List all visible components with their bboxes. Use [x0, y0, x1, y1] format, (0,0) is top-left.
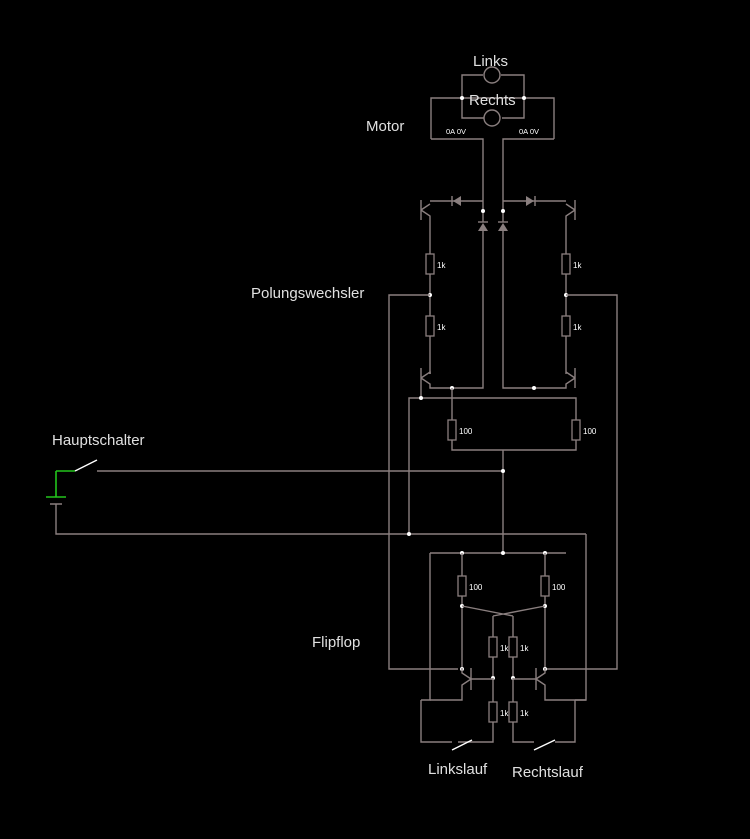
- resistor-base-left: [447, 419, 457, 441]
- diode-right-icon: [526, 196, 534, 206]
- label-links: Links: [473, 53, 508, 70]
- diode-center-right-icon: [498, 223, 508, 231]
- powered-wire: [55, 470, 75, 497]
- meter-right-readout: 0A 0V: [519, 127, 539, 136]
- transistor-left-top-icon: [420, 200, 431, 222]
- resistor-ff-in-left: [488, 701, 498, 723]
- transistor-right-bottom-icon: [534, 368, 576, 389]
- transistor-left-bottom-icon: [420, 368, 452, 389]
- resistor-pol-right-bottom: [561, 315, 571, 337]
- resistor-value: 1k: [437, 261, 446, 270]
- transistor-ff-left-icon: [430, 668, 493, 701]
- resistor-base-right: [571, 419, 581, 441]
- label-flipflop: Flipflop: [312, 634, 360, 651]
- lamp-links-icon: [483, 66, 501, 84]
- resistor-ff-right-col: [540, 575, 550, 597]
- resistor-value: 1k: [573, 261, 582, 270]
- lamp-rechts-icon: [483, 109, 501, 127]
- label-hauptschalter: Hauptschalter: [52, 432, 145, 449]
- resistor-value: 100: [552, 583, 566, 592]
- hauptschalter-section: Hauptschalter: [46, 432, 586, 536]
- label-rechts: Rechts: [469, 92, 516, 109]
- transistor-right-top-icon: [565, 200, 576, 222]
- polungswechsler-section: 1k 1k 1k 1k 100 100 Polungswechsler: [251, 196, 618, 670]
- resistor-value: 100: [459, 427, 473, 436]
- resistor-value: 100: [583, 427, 597, 436]
- rechtslauf-switch[interactable]: [533, 739, 556, 751]
- transistor-ff-right-icon: [513, 668, 586, 701]
- resistor-value: 1k: [520, 644, 529, 653]
- resistor-value: 1k: [520, 709, 529, 718]
- label-rechtslauf: Rechtslauf: [512, 764, 584, 781]
- diode-center-left-icon: [478, 223, 488, 231]
- resistor-ff-left-col: [457, 575, 467, 597]
- linkslauf-switch[interactable]: [451, 739, 473, 751]
- main-switch[interactable]: [74, 459, 98, 472]
- resistor-pol-left-top: [425, 253, 435, 275]
- resistor-value: 1k: [500, 644, 509, 653]
- resistor-ff-cross-right: [508, 636, 518, 658]
- label-polungswechsler: Polungswechsler: [251, 285, 364, 302]
- motor-section: Links Rechts Motor 0A 0V 0A 0V: [366, 53, 555, 222]
- resistor-pol-right-top: [561, 253, 571, 275]
- resistor-value: 1k: [500, 709, 509, 718]
- label-motor: Motor: [366, 118, 404, 135]
- meter-left-readout: 0A 0V: [446, 127, 466, 136]
- resistor-value: 100: [469, 583, 483, 592]
- flipflop-section: Flipflop 100 100 1k 1k: [312, 534, 587, 781]
- resistor-value: 1k: [573, 323, 582, 332]
- resistor-ff-cross-left: [488, 636, 498, 658]
- resistor-ff-in-right: [508, 701, 518, 723]
- resistor-pol-left-bottom: [425, 315, 435, 337]
- resistor-value: 1k: [437, 323, 446, 332]
- label-linkslauf: Linkslauf: [428, 761, 488, 778]
- diode-left-icon: [453, 196, 461, 206]
